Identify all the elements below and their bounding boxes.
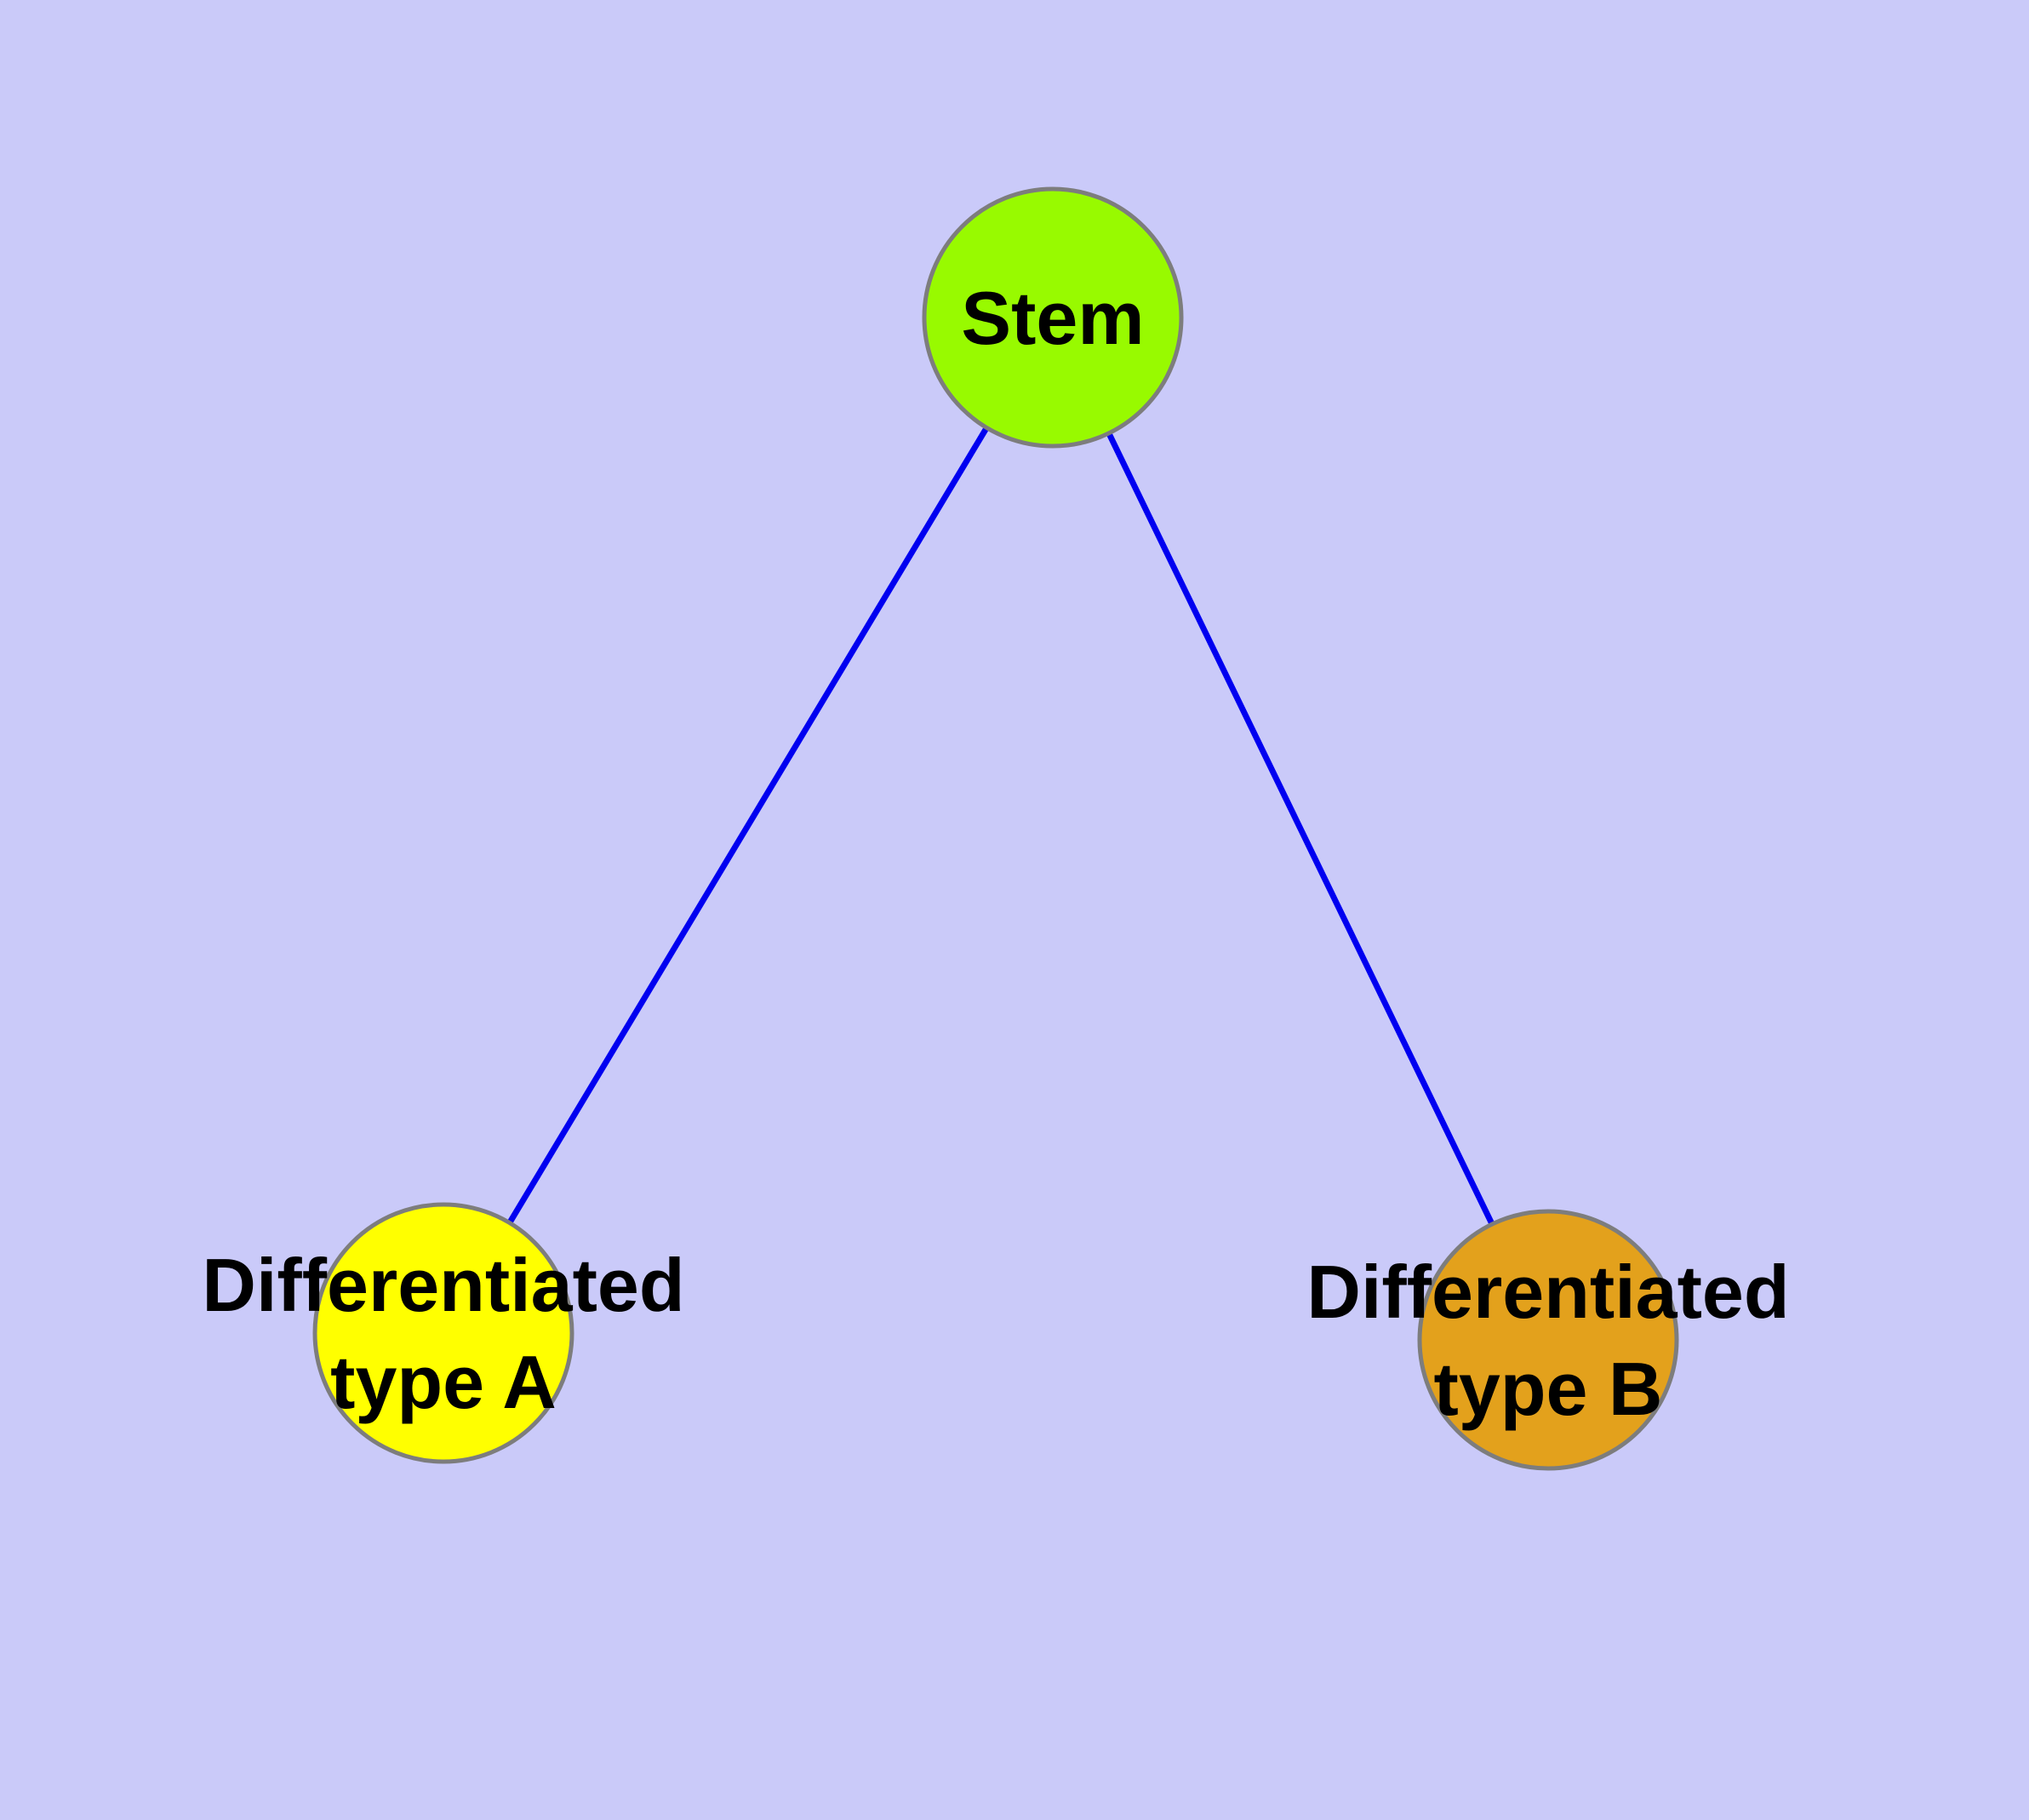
- node-stem-circle: [922, 186, 1184, 449]
- edge-stem-typeA: [440, 316, 1056, 1335]
- node-stem-label: Stem: [961, 276, 1144, 360]
- node-typeA-label-line-1: Differentiated: [202, 1243, 684, 1327]
- edge-stem-typeB: [1049, 316, 1552, 1342]
- node-typeB-label-line-2: type B: [1434, 1347, 1663, 1431]
- node-typeB-circle: [1417, 1209, 1679, 1471]
- node-stem-label-line-1: Stem: [961, 276, 1144, 360]
- node-typeB-label-line-1: Differentiated: [1306, 1250, 1789, 1334]
- node-typeA-circle: [312, 1202, 574, 1464]
- node-typeA-label: Differentiated type A: [202, 1243, 684, 1424]
- node-typeB-label: Differentiated type B: [1306, 1250, 1789, 1431]
- node-typeA-label-line-2: type A: [330, 1340, 557, 1424]
